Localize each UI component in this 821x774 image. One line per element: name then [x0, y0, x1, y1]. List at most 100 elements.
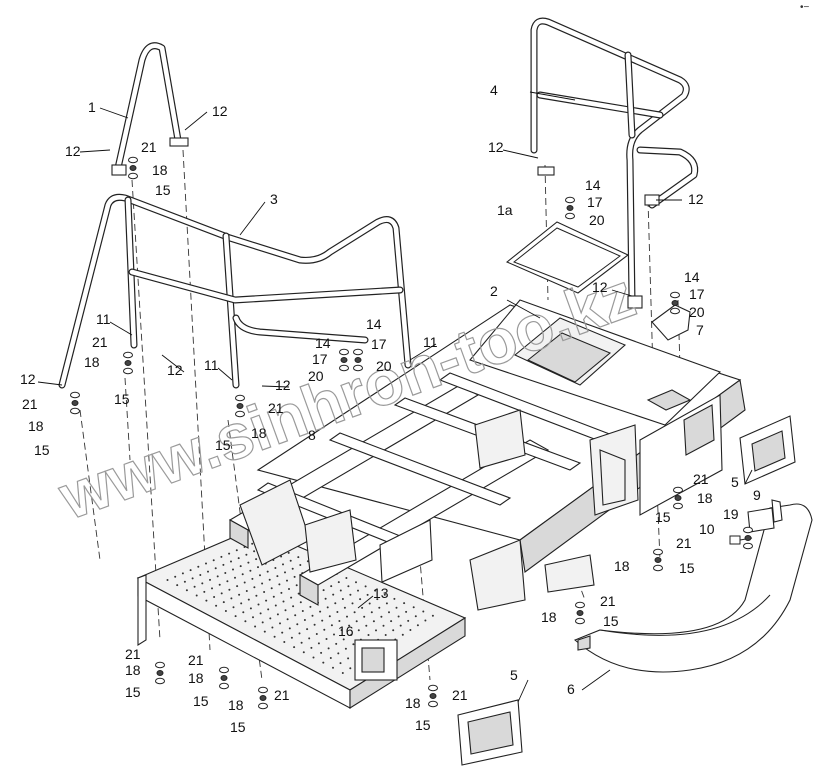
label-part-12: 12 [275, 377, 291, 393]
perforation-hole [296, 623, 299, 626]
perforation-hole [226, 580, 229, 583]
perforation-hole [290, 596, 293, 599]
label-part-21: 21 [141, 139, 157, 155]
perforation-hole [257, 603, 260, 606]
perforation-hole [355, 581, 357, 584]
perforation-hole [199, 574, 202, 576]
perforation-hole [405, 610, 408, 613]
leader-line [161, 354, 185, 373]
perforation-hole [240, 602, 243, 605]
perforation-hole [247, 561, 250, 564]
label-part-12: 12 [20, 371, 36, 387]
label-part-21: 21 [676, 535, 692, 551]
perforation-hole [346, 615, 348, 618]
nut [743, 542, 753, 550]
perforation-hole [312, 656, 315, 659]
nut [128, 172, 138, 180]
perforation-hole [334, 602, 337, 605]
leader-line [517, 679, 529, 703]
perforation-hole [317, 642, 320, 645]
perforation-hole [309, 605, 312, 608]
lock-washer [576, 610, 584, 616]
nut [155, 677, 165, 685]
nut [353, 364, 363, 372]
perforation-hole [321, 619, 324, 622]
perforation-hole [367, 634, 370, 636]
label-part-12: 12 [167, 362, 183, 378]
perforation-hole [409, 629, 412, 631]
perforation-hole [330, 624, 333, 627]
perforation-hole [329, 657, 332, 659]
perforation-hole [302, 651, 305, 654]
perforation-hole [293, 646, 296, 649]
leader-line [37, 381, 63, 386]
perforation-hole [295, 584, 298, 587]
leader-line [744, 469, 753, 485]
perforation-hole [372, 620, 375, 623]
perforation-hole [236, 585, 239, 588]
label-part-5: 5 [731, 474, 739, 490]
perforation-hole [288, 627, 291, 630]
perforation-hole [269, 617, 272, 620]
perforation-hole [252, 616, 254, 619]
perforation-hole [401, 633, 404, 636]
perforation-hole [185, 589, 188, 592]
perforation-hole [224, 572, 227, 574]
perforation-hole [327, 647, 330, 650]
lock-washer [220, 675, 228, 681]
lock-washer [129, 165, 137, 171]
perforation-hole [288, 588, 290, 590]
perforation-hole [359, 598, 362, 601]
label-part-11: 11 [423, 334, 438, 350]
perforation-hole [363, 615, 366, 618]
lock-washer [654, 557, 662, 563]
label-part-18: 18 [541, 609, 557, 625]
handrail-1 [111, 42, 189, 176]
label-part-14: 14 [585, 177, 601, 193]
label-part-20: 20 [308, 368, 324, 384]
lock-washer [566, 205, 574, 211]
perforation-hole [357, 589, 359, 592]
perforation-hole [255, 558, 258, 561]
perforation-hole [335, 642, 338, 645]
perforation-hole [374, 589, 377, 592]
perforation-hole [337, 581, 340, 584]
perforation-hole [310, 646, 313, 649]
perforation-hole [337, 652, 340, 655]
nut [339, 364, 349, 372]
perforation-hole [239, 565, 242, 568]
label-part-21: 21 [188, 652, 204, 668]
perforation-hole [385, 602, 388, 605]
washer [670, 291, 680, 299]
leader-line [261, 385, 290, 388]
perforation-hole [297, 592, 300, 595]
washer [565, 196, 575, 204]
perforation-hole [220, 592, 223, 595]
nut [670, 307, 680, 315]
label-part-13: 13 [373, 585, 389, 601]
washer [219, 666, 229, 674]
perforation-hole [255, 594, 258, 597]
label-part-15: 15 [603, 613, 619, 629]
perforation-hole [392, 629, 395, 632]
label-part-15: 15 [415, 717, 431, 733]
label-part-20: 20 [589, 212, 605, 228]
label-part-1a: 1a [497, 202, 513, 218]
perforation-hole [390, 620, 393, 623]
corner-mark: •− [800, 2, 810, 13]
perforation-hole [232, 568, 234, 571]
perforation-hole [293, 575, 296, 578]
perforation-hole [270, 587, 273, 590]
perforation-hole [274, 604, 277, 607]
perforation-hole [324, 597, 327, 600]
leader-line [184, 111, 208, 131]
perforation-hole [291, 567, 294, 570]
nut [258, 702, 268, 710]
perforation-hole [254, 625, 257, 628]
leader-line [409, 343, 437, 361]
perforation-hole [191, 577, 194, 580]
washer [235, 394, 245, 402]
label-part-14: 14 [684, 269, 700, 285]
perforation-hole [286, 579, 288, 582]
label-part-20: 20 [689, 304, 705, 320]
